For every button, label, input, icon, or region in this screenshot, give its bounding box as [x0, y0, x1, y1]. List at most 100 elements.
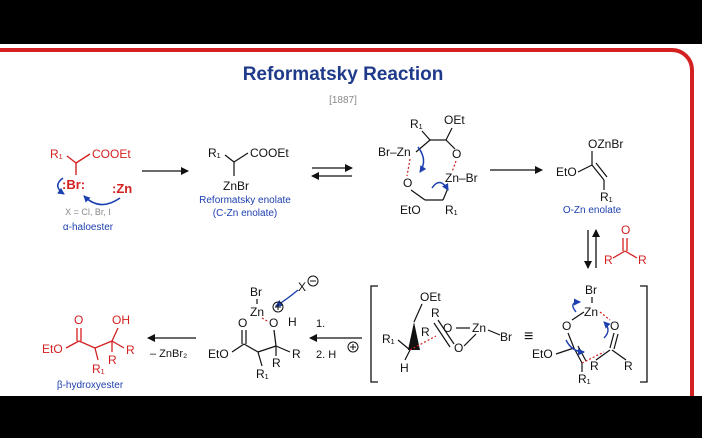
tsr-bond-zn-o [571, 311, 585, 321]
prod-r-a: R [108, 353, 117, 367]
tsl-r-a: R [431, 306, 440, 320]
s4-bond-2 [577, 164, 593, 173]
zinc-enolate-dimer-structure: R₁ OEt Br–Zn O Zn–Br O EtO R₁ [378, 113, 478, 217]
tsr-arrow-3 [603, 321, 611, 339]
tsr-zn: Zn [584, 305, 598, 319]
s3-r1-top: R₁ [410, 117, 423, 131]
zinc-alkoxide-structure: Br Zn X O H O EtO R₁ R R [208, 275, 319, 381]
alk-dashed-zn-o [261, 317, 270, 323]
transition-state-chair: Br Zn O O EtO R₁ R R [532, 283, 633, 386]
alk-h: H [288, 315, 297, 329]
tsl-bond-h [404, 349, 411, 361]
s2-caption-1: Reformatsky enolate [199, 195, 291, 206]
s3-oet-top: OEt [444, 113, 465, 127]
tsr-eto: EtO [532, 347, 553, 361]
s3-bond-3 [445, 127, 453, 141]
tsr-r1: R₁ [578, 372, 591, 386]
tsr-bond-co-2 [613, 333, 619, 350]
tsl-bond-r1 [397, 339, 411, 351]
reformatsky-enolate-structure: R₁ COOEt ZnBr Reformatsky enolate (C-Zn … [199, 146, 291, 219]
s2-r1: R₁ [208, 146, 221, 160]
tsr-bond-co-1 [609, 332, 615, 349]
alk-r-a: R [272, 356, 281, 370]
alk-br: Br [250, 285, 262, 299]
proton-charge [347, 341, 359, 353]
s4-bond-3 [591, 164, 605, 181]
s1-arrow-br [56, 177, 65, 195]
s3-bond-1 [421, 130, 431, 141]
bracket-left [370, 285, 378, 383]
discovery-year: [1887] [329, 95, 357, 106]
tsl-bond-c-o-1 [437, 319, 455, 345]
condition-step-1: 1. [316, 318, 325, 330]
alk-r-b: R [292, 347, 301, 361]
tsr-bond-eto [555, 347, 575, 355]
tsr-bond-o-c [567, 332, 575, 349]
s2-caption-2: (C-Zn enolate) [213, 208, 277, 219]
prod-bond-r-b [111, 340, 125, 349]
tsr-dashed-cc [581, 351, 605, 364]
tsl-dashed-cc [409, 335, 437, 351]
s3-r1-bottom: R₁ [445, 203, 458, 217]
tsr-r-a: R [590, 359, 599, 373]
s2-bond-carbonyl [233, 152, 249, 163]
s2-cooet: COOEt [250, 146, 289, 160]
s3-eto: EtO [400, 203, 421, 217]
tsr-o-right: O [610, 319, 619, 333]
alk-o-charge [272, 301, 284, 313]
prod-bond-cc-2 [94, 340, 113, 349]
alk-zn: Zn [250, 305, 264, 319]
ketone-cr-2 [624, 250, 638, 259]
s3-o-right: O [452, 147, 461, 161]
s3-dashed-1 [406, 158, 411, 177]
s4-oznbr: OZnBr [588, 137, 623, 151]
s4-eto: EtO [556, 165, 577, 179]
condition-step-2: 2. H [316, 349, 336, 361]
prod-bond-cc-1 [78, 340, 96, 349]
s2-znbr: ZnBr [223, 179, 249, 193]
alk-bond-r1 [257, 351, 263, 367]
bracket-right [640, 285, 648, 383]
alk-bond-eto [231, 343, 245, 353]
s3-zn-br: Zn–Br [445, 171, 478, 185]
tsr-r-b: R [624, 359, 633, 373]
tsr-bond-r-b [611, 349, 627, 361]
alk-x-charge [307, 275, 319, 287]
tsl-bond-c-o-2 [433, 322, 451, 348]
ketone-reagent: O R R [604, 223, 647, 267]
prod-bond-oh [111, 327, 119, 342]
alpha-haloester-structure: R₁ COOEt :Br: :Zn X = Cl, Br, I α-haloes… [50, 147, 132, 233]
tsr-o-left: O [562, 319, 571, 333]
s1-halogen-note: X = Cl, Br, I [65, 207, 111, 217]
alk-r1: R₁ [256, 367, 269, 381]
s1-arrow-zn [83, 195, 121, 206]
s1-cooet: COOEt [92, 147, 131, 161]
s1-r1: R₁ [50, 147, 63, 161]
s3-bond-4 [415, 139, 431, 153]
s4-r1: R₁ [600, 190, 613, 204]
panel-background [0, 44, 702, 396]
prod-bond-r1 [94, 347, 99, 361]
tsl-o-a: O [443, 321, 452, 335]
bottom-black-band [0, 396, 702, 438]
alk-x: X [298, 280, 306, 294]
alk-o-carbonyl: O [238, 316, 247, 330]
alk-o: O [269, 316, 278, 330]
s3-br-zn: Br–Zn [378, 145, 411, 159]
ketone-r-right: R [638, 253, 647, 267]
alk-bond-cc-1 [243, 343, 259, 353]
s3-bond-5 [445, 139, 456, 150]
s2-bond-r1 [224, 154, 235, 163]
beta-hydroxyester-structure: O EtO R₁ OH R R β-hydroxyester [42, 313, 135, 391]
s3-o-left: O [403, 176, 412, 190]
tsl-bond-zn-o [463, 333, 477, 347]
elimination-label: – ZnBr₂ [150, 348, 187, 360]
s1-name: α-haloester [63, 222, 114, 233]
prod-oh: OH [112, 313, 130, 327]
s1-bond-carbonyl [75, 153, 91, 164]
prod-bond-eto [65, 340, 80, 349]
ketone-o: O [621, 223, 630, 237]
o-zn-enolate-structure: OZnBr EtO R₁ O-Zn enolate [556, 137, 623, 216]
tsl-br: Br [500, 330, 512, 344]
